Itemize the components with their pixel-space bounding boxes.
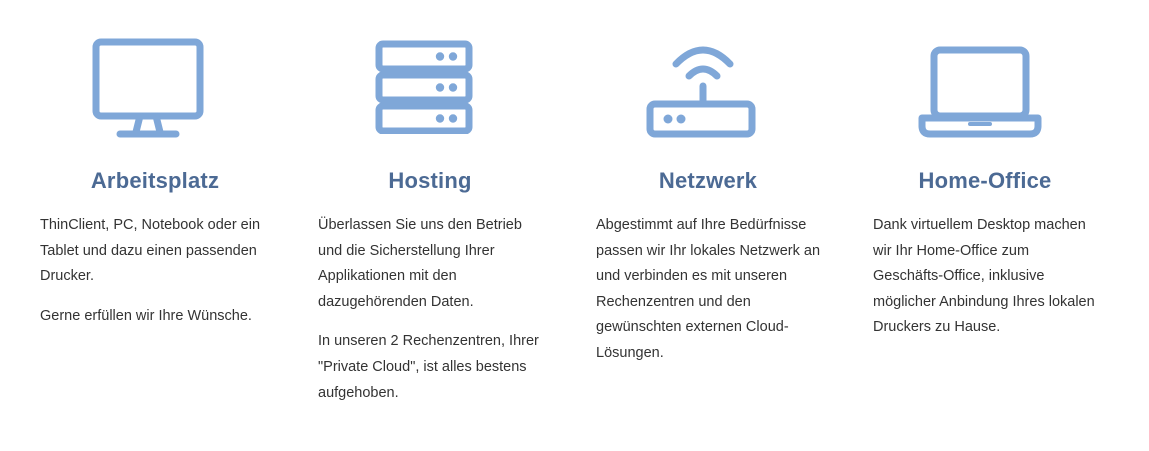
feature-description: ThinClient, PC, Notebook oder ein Tablet… bbox=[40, 213, 265, 343]
router-icon bbox=[646, 38, 760, 142]
feature-title: Home-Office bbox=[918, 168, 1052, 193]
feature-paragraph: Überlassen Sie uns den Betrieb und die S… bbox=[318, 217, 522, 310]
server-icon bbox=[375, 38, 475, 142]
feature-description: Überlassen Sie uns den Betrieb und die S… bbox=[318, 213, 543, 420]
feature-paragraph: ThinClient, PC, Notebook oder ein Tablet… bbox=[40, 217, 261, 285]
feature-title: Netzwerk bbox=[658, 168, 758, 193]
feature-paragraph: Dank virtuellem Desktop machen wir Ihr H… bbox=[873, 217, 1095, 336]
laptop-icon bbox=[918, 38, 1042, 142]
feature-title: Hosting bbox=[388, 168, 472, 193]
feature-description: Dank virtuellem Desktop machen wir Ihr H… bbox=[873, 213, 1098, 355]
feature-paragraph: In unseren 2 Rechenzentren, Ihrer "Priva… bbox=[318, 333, 539, 401]
feature-title: Arbeitsplatz bbox=[90, 168, 220, 193]
monitor-icon bbox=[92, 38, 204, 142]
feature-paragraph: Abgestimmt auf Ihre Bedürfnisse passen w… bbox=[596, 217, 821, 361]
feature-description: Abgestimmt auf Ihre Bedürfnisse passen w… bbox=[596, 213, 821, 381]
feature-paragraph: Gerne erfüllen wir Ihre Wünsche. bbox=[40, 307, 252, 324]
